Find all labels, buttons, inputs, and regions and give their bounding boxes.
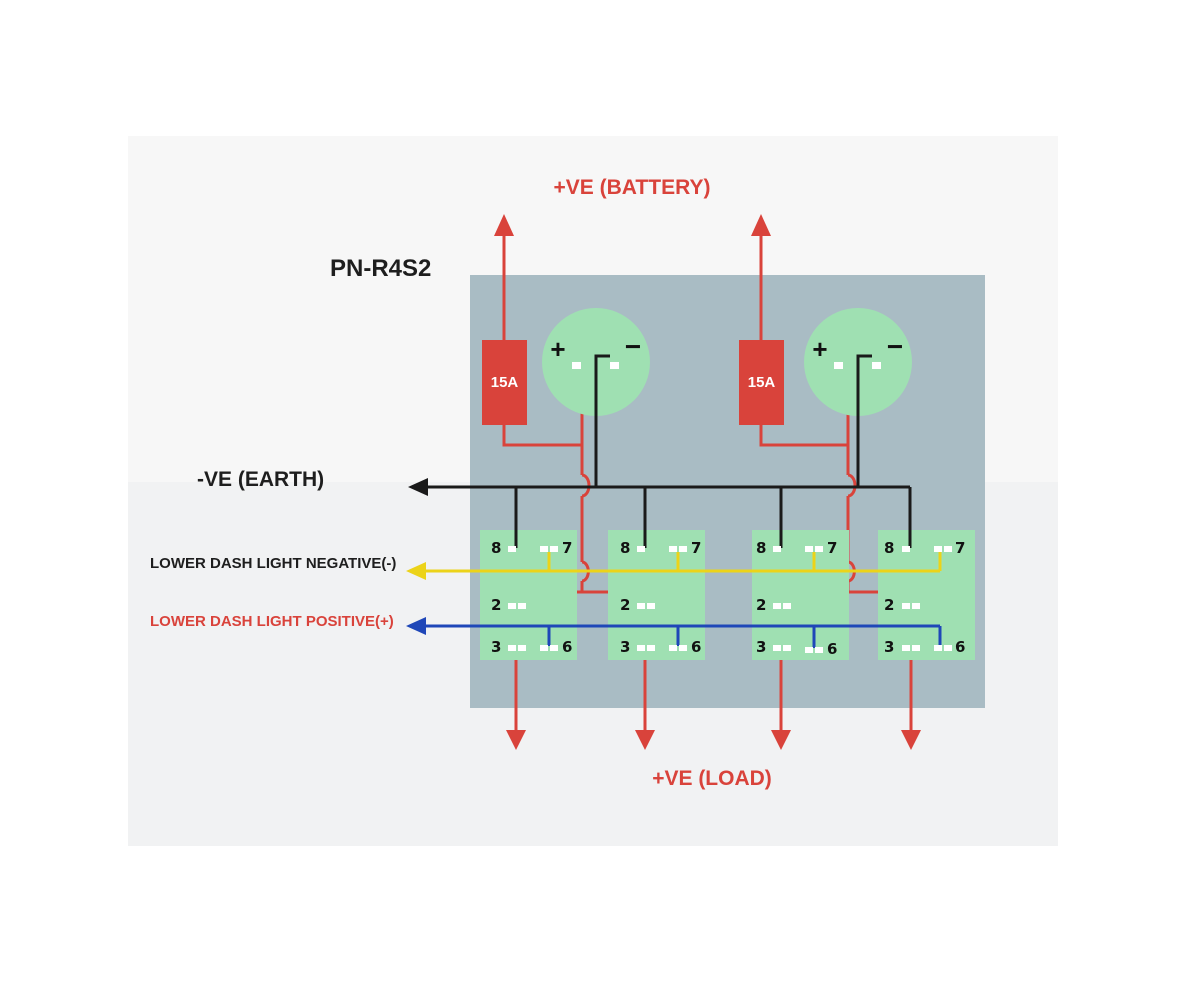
earth-wiring: [420, 354, 912, 548]
pin-8: 8: [884, 539, 894, 557]
dash-positive-arrow: [406, 617, 426, 635]
pin-6: 6: [562, 638, 572, 656]
battery-arrow-1: [494, 214, 514, 236]
pin-3: 3: [620, 638, 630, 656]
dash-negative-label: LOWER DASH LIGHT NEGATIVE(-): [150, 555, 396, 572]
pin-7: 7: [955, 539, 965, 557]
pin-3: 3: [756, 638, 766, 656]
pin-2: 2: [756, 596, 766, 614]
arrowheads-positive: [494, 214, 921, 750]
load-arrow-1: [506, 730, 526, 750]
pin-6: 6: [955, 638, 965, 656]
fuse-1: 15A: [482, 340, 527, 425]
fuse-rating: 15A: [748, 374, 776, 391]
pin-3: 3: [491, 638, 501, 656]
switch-pin-pads: [508, 546, 952, 653]
battery-label: +VE (BATTERY): [554, 176, 711, 199]
pin-8: 8: [491, 539, 501, 557]
fuse-2: 15A: [739, 340, 784, 425]
socket-minus-label: −: [887, 331, 903, 362]
switch-4-pins: 8 7 2 3 6: [884, 539, 965, 656]
earth-label: -VE (EARTH): [197, 468, 324, 491]
load-arrow-3: [771, 730, 791, 750]
switch-2-pins: 8 7 2 3 6: [620, 539, 701, 656]
pin-7: 7: [691, 539, 701, 557]
switch-1-pins: 8 7 2 3 6: [491, 539, 572, 656]
pin-2: 2: [620, 596, 630, 614]
battery-arrow-2: [751, 214, 771, 236]
fuse-rating: 15A: [491, 374, 519, 391]
earth-arrow: [408, 478, 428, 496]
dash-positive-label: LOWER DASH LIGHT POSITIVE(+): [150, 613, 394, 630]
dash-negative-arrow: [406, 562, 426, 580]
load-label: +VE (LOAD): [652, 767, 772, 790]
dash-positive-wiring: [420, 624, 942, 648]
pin-7: 7: [827, 539, 837, 557]
pin-2: 2: [491, 596, 501, 614]
switch-1-body: [480, 530, 577, 660]
switch-3-body: [752, 530, 849, 660]
pin-2: 2: [884, 596, 894, 614]
switch-4-body: [878, 530, 975, 660]
pin-7: 7: [562, 539, 572, 557]
socket-plus-label: +: [550, 334, 565, 364]
model-label: PN-R4S2: [330, 255, 431, 282]
pin-8: 8: [756, 539, 766, 557]
pin-6: 6: [827, 640, 837, 658]
socket-plus-label: +: [812, 334, 827, 364]
dash-negative-wiring: [420, 552, 942, 573]
pin-8: 8: [620, 539, 630, 557]
load-arrow-2: [635, 730, 655, 750]
load-arrow-4: [901, 730, 921, 750]
switch-bodies: [480, 530, 975, 660]
socket-minus-label: −: [625, 331, 641, 362]
pin-3: 3: [884, 638, 894, 656]
switch-2-body: [608, 530, 705, 660]
pin-6: 6: [691, 638, 701, 656]
switch-3-pins: 8 7 2 3 6: [756, 539, 837, 658]
